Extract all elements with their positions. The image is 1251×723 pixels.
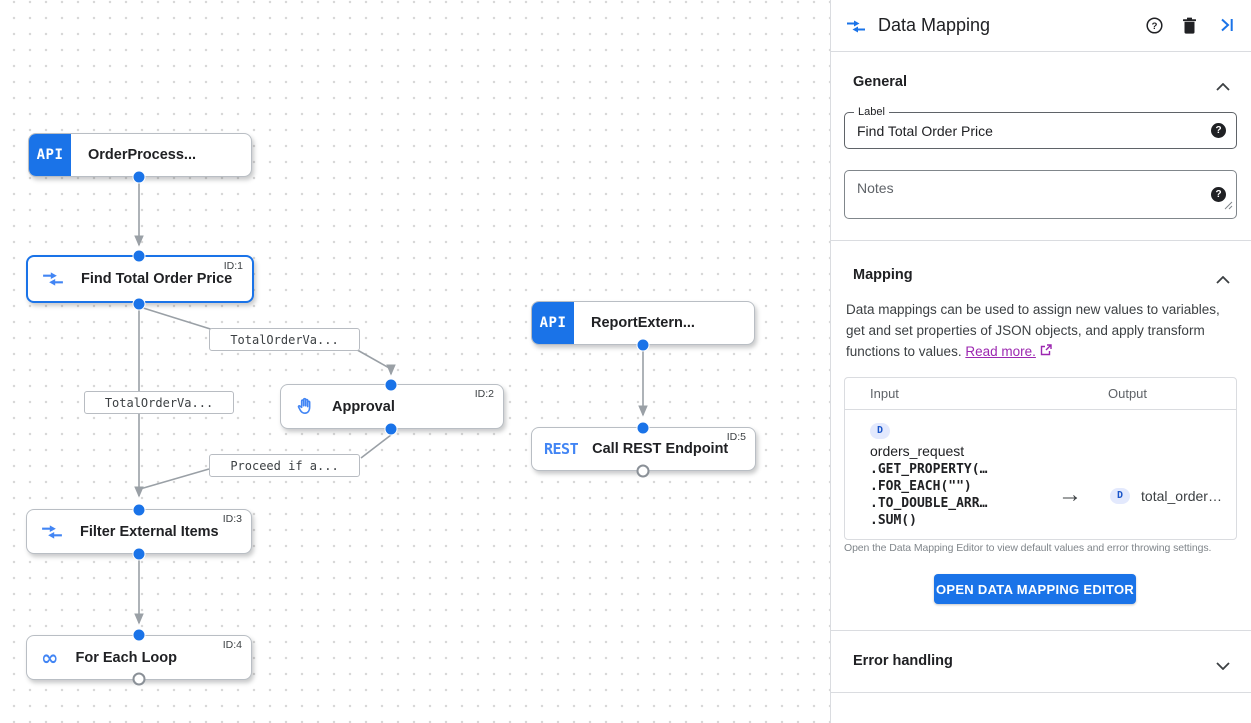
mapping-arrow: → [1058, 480, 1082, 508]
delete-icon[interactable] [1182, 17, 1197, 39]
panel-header: Data Mapping ? [831, 0, 1251, 52]
divider [831, 240, 1251, 241]
node-title: Find Total Order Price [81, 271, 233, 287]
edge-connectors [134, 183, 648, 625]
section-mapping-heading: Mapping [853, 267, 913, 283]
node-title: Filter External Items [80, 523, 219, 540]
input-variable-name: orders_request [870, 443, 965, 459]
edge-label-total-order-1[interactable]: TotalOrderVa... [209, 328, 360, 351]
mapping-table-row: D orders_request .GET_PROPERTY(… .FOR_EA… [845, 410, 1236, 529]
data-mapping-icon [42, 271, 64, 287]
svg-text:?: ? [1152, 21, 1158, 32]
transform-line: .GET_PROPERTY(… [870, 462, 988, 477]
label-field[interactable]: Label ? [844, 106, 1237, 149]
rest-badge: REST [544, 440, 579, 458]
data-mapping-icon [41, 524, 63, 540]
edge-label-text: TotalOrderVa... [230, 332, 339, 347]
output-column-header: Output [1108, 386, 1148, 401]
label-field-label: Label [854, 106, 889, 118]
collapse-panel-icon[interactable] [1219, 17, 1235, 38]
config-panel: Data Mapping ? General Label [830, 0, 1251, 723]
divider [831, 630, 1251, 631]
help-icon[interactable]: ? [1146, 17, 1163, 39]
mapping-input-cell: D orders_request .GET_PROPERTY(… .FOR_EA… [845, 420, 1040, 529]
transform-line: .FOR_EACH("") [870, 479, 972, 494]
mapping-description: Data mappings can be used to assign new … [846, 299, 1240, 362]
port-in[interactable] [384, 378, 398, 392]
node-filter-external-items[interactable]: Filter External Items ID:3 [26, 509, 252, 554]
help-filled-icon[interactable]: ? [1211, 123, 1226, 138]
chevron-up-icon[interactable] [1216, 271, 1230, 289]
node-title: Call REST Endpoint [592, 441, 729, 457]
port-out[interactable] [132, 170, 146, 184]
node-id-tag: ID:2 [474, 388, 494, 400]
port-out-empty[interactable] [132, 672, 146, 686]
workflow-canvas[interactable]: TotalOrderVa... TotalOrderVa... Proceed … [0, 0, 830, 723]
input-column-header: Input [870, 386, 899, 401]
data-mapping-icon [846, 19, 866, 39]
read-more-link[interactable]: Read more. [965, 344, 1036, 359]
port-in[interactable] [132, 503, 146, 517]
mapping-output-cell: D total_order… [1100, 420, 1236, 529]
port-out[interactable] [132, 297, 146, 311]
port-in[interactable] [636, 421, 650, 435]
node-id-tag: ID:4 [222, 639, 242, 651]
mapping-preview-table: Input Output D orders_request .GET_PROPE… [844, 377, 1237, 540]
output-variable-name: total_order… [1141, 487, 1222, 504]
mapping-hint-text: Open the Data Mapping Editor to view def… [844, 542, 1212, 554]
port-in[interactable] [132, 628, 146, 642]
notes-field[interactable]: ? [844, 170, 1237, 219]
divider [831, 692, 1251, 693]
port-in[interactable] [132, 249, 146, 263]
double-type-chip: D [1110, 487, 1131, 504]
edge-label-proceed-if[interactable]: Proceed if a... [209, 454, 360, 477]
chevron-down-icon[interactable] [1216, 657, 1230, 675]
edge-label-text: TotalOrderVa... [104, 395, 214, 410]
edge-label-text: Proceed if a... [230, 458, 339, 473]
mapping-table-header: Input Output [845, 378, 1236, 410]
transform-line: .TO_DOUBLE_ARR… [870, 496, 988, 511]
port-out[interactable] [384, 422, 398, 436]
api-trigger-badge: API [29, 134, 71, 176]
port-out-empty[interactable] [636, 464, 650, 478]
resize-grip-icon[interactable] [1224, 197, 1233, 215]
node-id-tag: ID:3 [222, 513, 242, 525]
node-title: OrderProcess... [88, 147, 196, 163]
label-input[interactable] [845, 113, 1175, 148]
open-data-mapping-editor-button[interactable]: OPEN DATA MAPPING EDITOR [934, 574, 1136, 604]
section-general-heading: General [853, 74, 907, 90]
edge-label-total-order-2[interactable]: TotalOrderVa... [84, 391, 234, 414]
help-filled-icon[interactable]: ? [1211, 187, 1226, 202]
mapping-description-text: Data mappings can be used to assign new … [846, 302, 1220, 359]
hand-icon [295, 396, 315, 417]
port-out[interactable] [636, 338, 650, 352]
external-link-icon [1040, 344, 1052, 359]
node-for-each-loop[interactable]: ∞ For Each Loop ID:4 [26, 635, 252, 680]
node-title: For Each Loop [75, 649, 178, 666]
node-title: Approval [332, 398, 395, 415]
node-order-process-trigger[interactable]: API OrderProcess... [28, 133, 252, 177]
port-out[interactable] [132, 547, 146, 561]
chevron-up-icon[interactable] [1216, 78, 1230, 96]
node-title: ReportExtern... [591, 315, 695, 331]
section-error-handling-heading: Error handling [853, 653, 953, 669]
transform-line: .SUM() [870, 513, 917, 528]
panel-title: Data Mapping [878, 15, 991, 35]
node-id-tag: ID:1 [223, 260, 243, 272]
double-type-chip: D [870, 423, 891, 439]
node-id-tag: ID:5 [726, 431, 746, 443]
loop-icon: ∞ [41, 645, 59, 670]
api-trigger-badge: API [532, 302, 574, 344]
notes-input[interactable] [845, 171, 1175, 218]
